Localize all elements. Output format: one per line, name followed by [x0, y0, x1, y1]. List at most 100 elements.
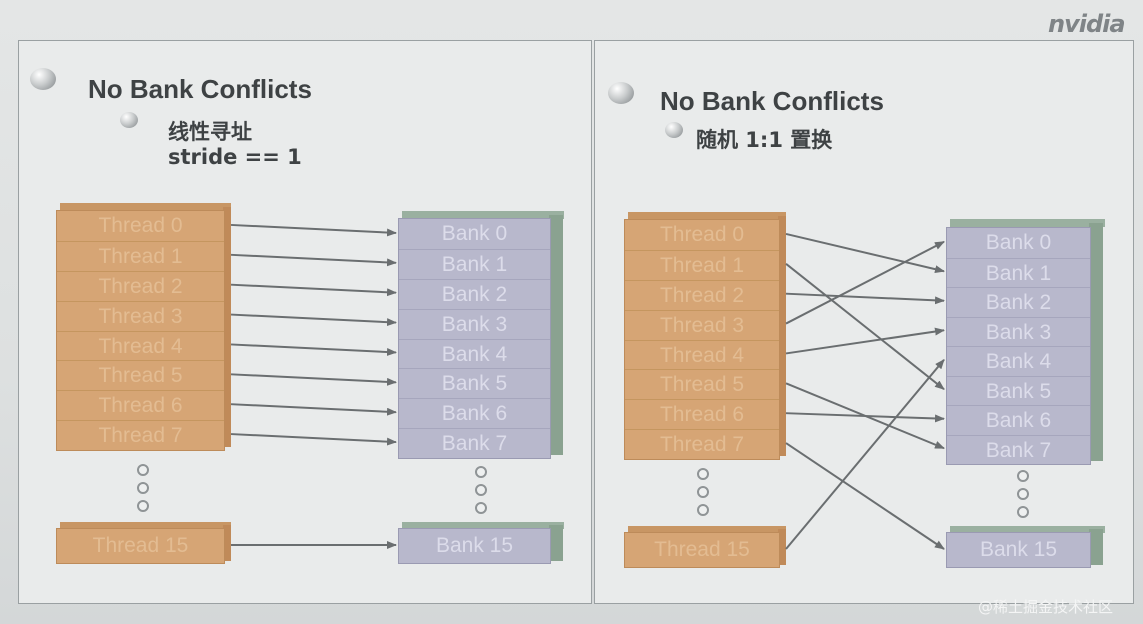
logo-text: nvidia [1048, 10, 1126, 38]
mapping-arrow [785, 240, 945, 325]
ellipsis-dot [475, 484, 487, 496]
mapping-arrow [230, 373, 397, 386]
thread-cell: Thread 6 [625, 399, 779, 430]
bank-cell: Bank 7 [947, 434, 1090, 466]
bank-cell: Bank 2 [947, 287, 1090, 318]
mapping-arrow [785, 327, 945, 355]
thread-last-top [60, 522, 231, 529]
bank-cell: Bank 1 [399, 248, 550, 280]
bank-cell: Bank 4 [399, 338, 550, 370]
thread-last-side [778, 529, 786, 565]
bank-cell: Bank 3 [947, 316, 1090, 348]
thread-last-top [628, 526, 786, 533]
thread-cell: Thread 4 [625, 339, 779, 371]
thread-cell: Thread 4 [57, 330, 224, 362]
bank-cell: Bank 4 [947, 346, 1090, 377]
right-bank-last: Bank 15 [946, 532, 1091, 568]
mapping-arrow [230, 343, 397, 356]
watermark: @稀土掘金技术社区 [978, 598, 1114, 616]
thread-column-top [60, 203, 231, 211]
mapping-arrow [230, 283, 397, 297]
ellipsis-dot [697, 486, 709, 498]
bank-last-top [402, 522, 564, 529]
left-bank-last: Bank 15 [398, 528, 551, 564]
thread-column-top [628, 212, 786, 220]
bullet-icon [120, 112, 138, 128]
thread-cell: Thread 7 [57, 420, 224, 451]
thread-last-side [223, 525, 231, 561]
ellipsis-dot [1017, 488, 1029, 500]
bank-cell: Bank 3 [399, 308, 550, 340]
bank-cell: Bank 7 [399, 428, 550, 459]
bullet-icon [665, 122, 683, 138]
bullet-icon [608, 82, 634, 104]
thread-cell: Thread 3 [57, 300, 224, 332]
ellipsis-dot [1017, 506, 1029, 518]
bank-last-top [950, 526, 1105, 533]
mapping-arrow [230, 313, 397, 327]
bank-cell: Bank 2 [399, 278, 550, 310]
bank-cell: Bank 5 [399, 368, 550, 399]
bank-cell: Bank 15 [435, 534, 514, 557]
mapping-arrow [230, 433, 397, 446]
mapping-arrow [230, 403, 397, 416]
bank-column-top [402, 211, 564, 219]
bank-cell: Bank 0 [441, 222, 508, 245]
thread-cell: Thread 1 [57, 240, 224, 272]
ellipsis-dot [137, 464, 149, 476]
right-heading: No Bank Conflicts [660, 86, 884, 116]
bank-cell: Bank 5 [947, 375, 1090, 407]
ellipsis-dot [137, 500, 149, 512]
ellipsis-dot [137, 482, 149, 494]
mapping-arrow [785, 292, 945, 305]
left-stride-label: stride == 1 [168, 145, 302, 169]
thread-cell: Thread 1 [625, 249, 779, 281]
mapping-arrow [785, 263, 945, 391]
mapping-arrow [230, 223, 397, 237]
thread-cell: Thread 2 [57, 270, 224, 302]
ellipsis-dot [475, 466, 487, 478]
thread-cell: Thread 15 [92, 534, 189, 557]
thread-cell: Thread 0 [98, 214, 183, 237]
right-thread-last: Thread 15 [624, 532, 780, 568]
thread-column-side [223, 207, 231, 447]
thread-cell: Thread 15 [654, 538, 750, 561]
mapping-arrow [785, 232, 945, 274]
mapping-arrow [785, 358, 945, 550]
bank-column-side [1089, 223, 1103, 461]
ellipsis-dot [475, 502, 487, 514]
nvidia-logo: nvidia [1048, 10, 1126, 38]
mapping-arrow [785, 412, 945, 423]
bank-cell: Bank 6 [399, 398, 550, 429]
thread-cell: Thread 0 [659, 223, 745, 246]
thread-cell: Thread 6 [57, 390, 224, 421]
thread-cell: Thread 3 [625, 309, 779, 341]
bank-last-side [1089, 529, 1103, 565]
bank-cell: Bank 1 [947, 257, 1090, 289]
right-subtitle: 随机 1:1 置换 [696, 128, 833, 152]
ellipsis-dot [697, 468, 709, 480]
ellipsis-dot [1017, 470, 1029, 482]
bank-cell: Bank 15 [979, 538, 1058, 561]
bullet-icon [30, 68, 56, 90]
thread-column-side [778, 216, 786, 456]
mapping-arrow [785, 442, 945, 550]
thread-cell: Thread 2 [625, 279, 779, 311]
bank-column-top [950, 219, 1105, 227]
ellipsis-dot [697, 504, 709, 516]
mapping-arrow [230, 253, 397, 267]
left-subtitle: 线性寻址 [168, 120, 252, 144]
thread-cell: Thread 7 [625, 429, 779, 460]
bank-cell: Bank 0 [985, 231, 1052, 254]
thread-cell: Thread 5 [57, 360, 224, 391]
bank-column-side [549, 215, 563, 455]
thread-cell: Thread 5 [625, 369, 779, 400]
left-heading: No Bank Conflicts [88, 74, 312, 104]
bank-cell: Bank 6 [947, 405, 1090, 436]
bank-last-side [549, 525, 563, 561]
